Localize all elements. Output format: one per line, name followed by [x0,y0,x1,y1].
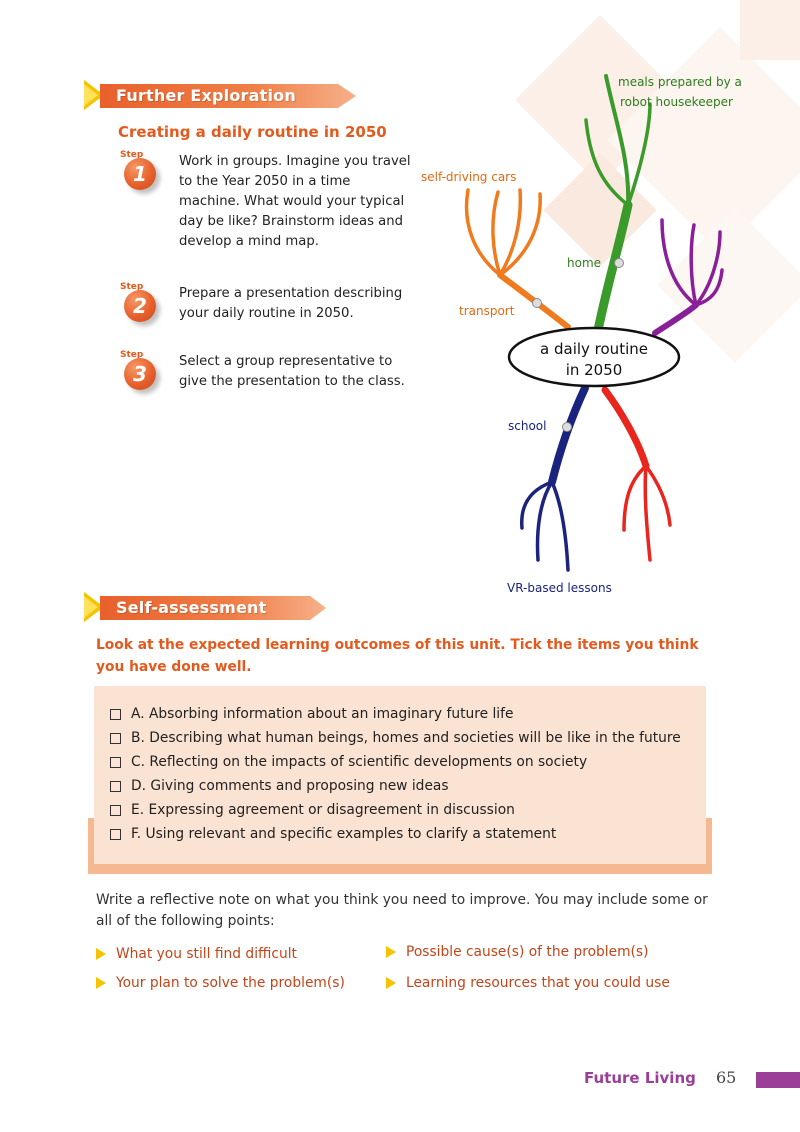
reflection-point: Possible cause(s) of the problem(s) [386,944,649,960]
step-text: Prepare a presentation describing your d… [179,286,403,321]
center-label-line1: a daily routine [540,340,648,358]
reflection-point-text: Possible cause(s) of the problem(s) [406,944,649,960]
connector-dot [532,298,542,308]
center-label-line2: in 2050 [566,361,623,379]
step-number: 3 [124,358,156,390]
step-number: 1 [124,158,156,190]
checklist-item-text: B. Describing what human beings, homes a… [131,730,681,746]
vr-lessons-label: VR-based lessons [507,581,612,595]
reflection-point: What you still find difficult [96,946,297,962]
checklist-item-text: A. Absorbing information about an imagin… [131,706,514,722]
step-badge: Step 2 [118,282,168,334]
checkbox[interactable] [110,804,121,816]
footer-accent-bar [756,1072,800,1088]
bullet-arrow-icon [96,948,106,960]
banner-arrow-icon [84,80,104,110]
banner-arrow-icon [84,592,104,622]
home-label: home [567,256,601,270]
mind-map-branch-red [601,386,672,562]
bullet-arrow-icon [386,946,396,958]
mind-map-branch-purple [652,218,724,336]
checklist-panel-bottom [94,818,706,864]
checklist-item: F. Using relevant and specific examples … [110,822,710,846]
checkbox[interactable] [110,756,121,768]
checklist-item-text: D. Giving comments and proposing new ide… [131,778,449,794]
banner-title: Further Exploration [100,84,356,108]
reflection-point: Learning resources that you could use [386,975,670,991]
mind-map-branch-school [520,384,589,572]
bullet-arrow-icon [386,977,396,989]
checklist-item: E. Expressing agreement or disagreement … [110,798,710,822]
footer-unit-title: Future Living [584,1069,696,1087]
checkbox[interactable] [110,732,121,744]
step-text: Work in groups. Imagine you travel to th… [179,154,411,249]
mind-map-branch-transport [464,188,571,330]
reflection-point-text: What you still find difficult [116,946,297,962]
checkbox[interactable] [110,780,121,792]
step-badge: Step 3 [118,350,168,402]
bullet-arrow-icon [96,977,106,989]
school-label: school [508,419,546,433]
step-badge: Step 1 [118,150,168,202]
reflection-point-text: Learning resources that you could use [406,975,670,991]
mind-map-branch-home [584,74,652,340]
reflection-point: Your plan to solve the problem(s) [96,975,345,991]
self-assessment-instruction: Look at the expected learning outcomes o… [96,637,699,675]
connector-dot [614,258,624,268]
section-subtitle: Creating a daily routine in 2050 [118,123,387,141]
step-label: Step [120,150,144,160]
checklist-item: D. Giving comments and proposing new ide… [110,774,710,798]
step-label: Step [120,282,144,292]
self-driving-label: self-driving cars [421,170,516,184]
checklist-item: B. Describing what human beings, homes a… [110,726,710,750]
mind-map: a daily routine in 2050 meals prepared b… [421,74,742,595]
checkbox[interactable] [110,708,121,720]
step-text: Select a group representative to give th… [179,354,405,389]
checkbox[interactable] [110,828,121,840]
banner-title: Self-assessment [100,596,326,620]
checklist-item: C. Reflecting on the impacts of scientif… [110,750,710,774]
mind-map-center [507,326,681,388]
meals-label-line2: robot housekeeper [620,95,733,109]
meals-label-line1: meals prepared by a [618,75,742,89]
reflective-note-instruction: Write a reflective note on what you thin… [96,892,708,929]
learning-outcomes-checklist: A. Absorbing information about an imagin… [110,702,710,846]
step-label: Step [120,350,144,360]
page-number: 65 [716,1068,737,1087]
transport-label: transport [459,304,515,318]
step-number: 2 [124,290,156,322]
checklist-item-text: C. Reflecting on the impacts of scientif… [131,754,588,770]
reflection-point-text: Your plan to solve the problem(s) [116,975,345,991]
checklist-item-text: F. Using relevant and specific examples … [131,826,557,842]
checklist-item-text: E. Expressing agreement or disagreement … [131,802,515,818]
connector-dot [562,422,572,432]
checklist-item: A. Absorbing information about an imagin… [110,702,710,726]
